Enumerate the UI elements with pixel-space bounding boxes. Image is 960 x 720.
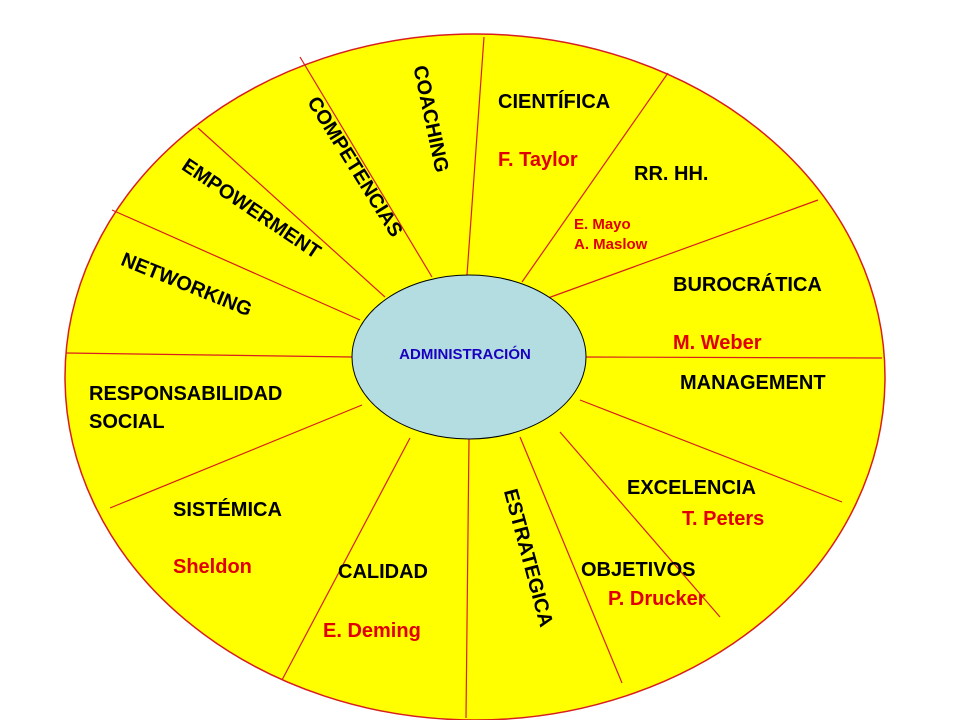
segment-divider — [299, 56, 433, 278]
segment-divider — [547, 199, 819, 299]
segment-divider — [581, 356, 883, 359]
segment-divider — [65, 352, 353, 358]
segment-responsabilidad-title-line-1: RESPONSABILIDAD — [89, 383, 283, 405]
segment-rrhh-author-2: A. Maslow — [574, 236, 648, 253]
segment-excelencia-author: T. Peters — [682, 508, 765, 530]
segment-divider — [111, 209, 361, 321]
segment-calidad-author: E. Deming — [323, 620, 421, 642]
segment-divider — [466, 36, 485, 276]
segment-divider — [521, 72, 669, 283]
center-label: ADMINISTRACIÓN — [399, 346, 531, 363]
center-ellipse — [351, 274, 587, 440]
segment-burocratica-title: BUROCRÁTICA — [673, 274, 822, 296]
segment-divider — [109, 404, 363, 509]
segment-rrhh-author-1: E. Mayo — [574, 216, 631, 233]
segment-divider — [465, 438, 470, 719]
segment-divider — [281, 437, 411, 681]
segment-divider — [519, 436, 623, 684]
segment-objetivos-title: OBJETIVOS — [581, 559, 696, 581]
segment-excelencia-title: EXCELENCIA — [627, 477, 756, 499]
segment-burocratica-author: M. Weber — [673, 332, 762, 354]
segment-divider — [559, 431, 721, 618]
segment-calidad-title: CALIDAD — [338, 561, 428, 583]
segment-management-title: MANAGEMENT — [680, 372, 826, 394]
segment-divider — [579, 399, 843, 503]
segment-divider — [197, 127, 386, 298]
segment-objetivos-author: P. Drucker — [608, 588, 706, 610]
segment-responsabilidad-title-line-2: SOCIAL — [89, 411, 165, 433]
segment-rrhh-title: RR. HH. — [634, 163, 709, 185]
segment-cientifica-author: F. Taylor — [498, 149, 578, 171]
segment-sistemica-title: SISTÉMICA — [173, 499, 282, 521]
segment-cientifica-title: CIENTÍFICA — [498, 91, 611, 113]
segment-sistemica-author: Sheldon — [173, 556, 252, 578]
